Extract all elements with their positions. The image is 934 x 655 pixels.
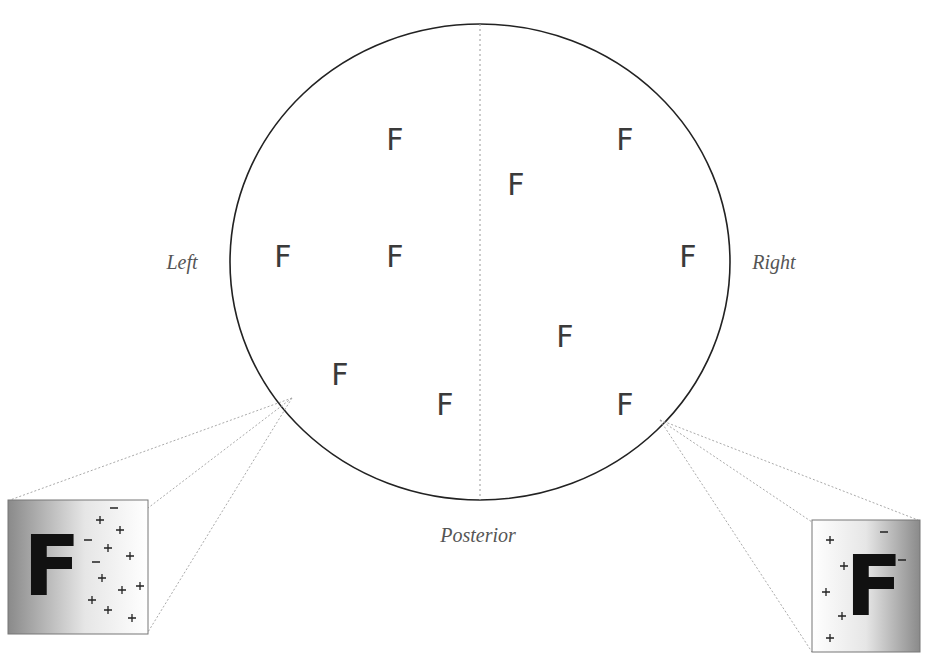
inset-letter: F xyxy=(845,544,902,628)
left-inset xyxy=(8,500,148,634)
field-letter: F xyxy=(616,125,633,155)
right-inset xyxy=(812,520,920,652)
field-letter: F xyxy=(616,390,633,420)
midline xyxy=(480,24,481,500)
head-outline xyxy=(230,24,730,500)
direction-label: Posterior xyxy=(440,525,516,545)
field-letter: F xyxy=(556,322,573,352)
inset-letter: F xyxy=(23,524,80,608)
field-letter: F xyxy=(386,242,403,272)
field-letter: F xyxy=(274,242,291,272)
charge-symbols xyxy=(84,508,906,642)
direction-label: Right xyxy=(752,252,795,272)
field-letter: F xyxy=(507,170,524,200)
field-letter: F xyxy=(386,125,403,155)
field-letter: F xyxy=(679,242,696,272)
field-letter: F xyxy=(436,390,453,420)
field-letter: F xyxy=(331,360,348,390)
direction-label: Left xyxy=(166,252,197,272)
